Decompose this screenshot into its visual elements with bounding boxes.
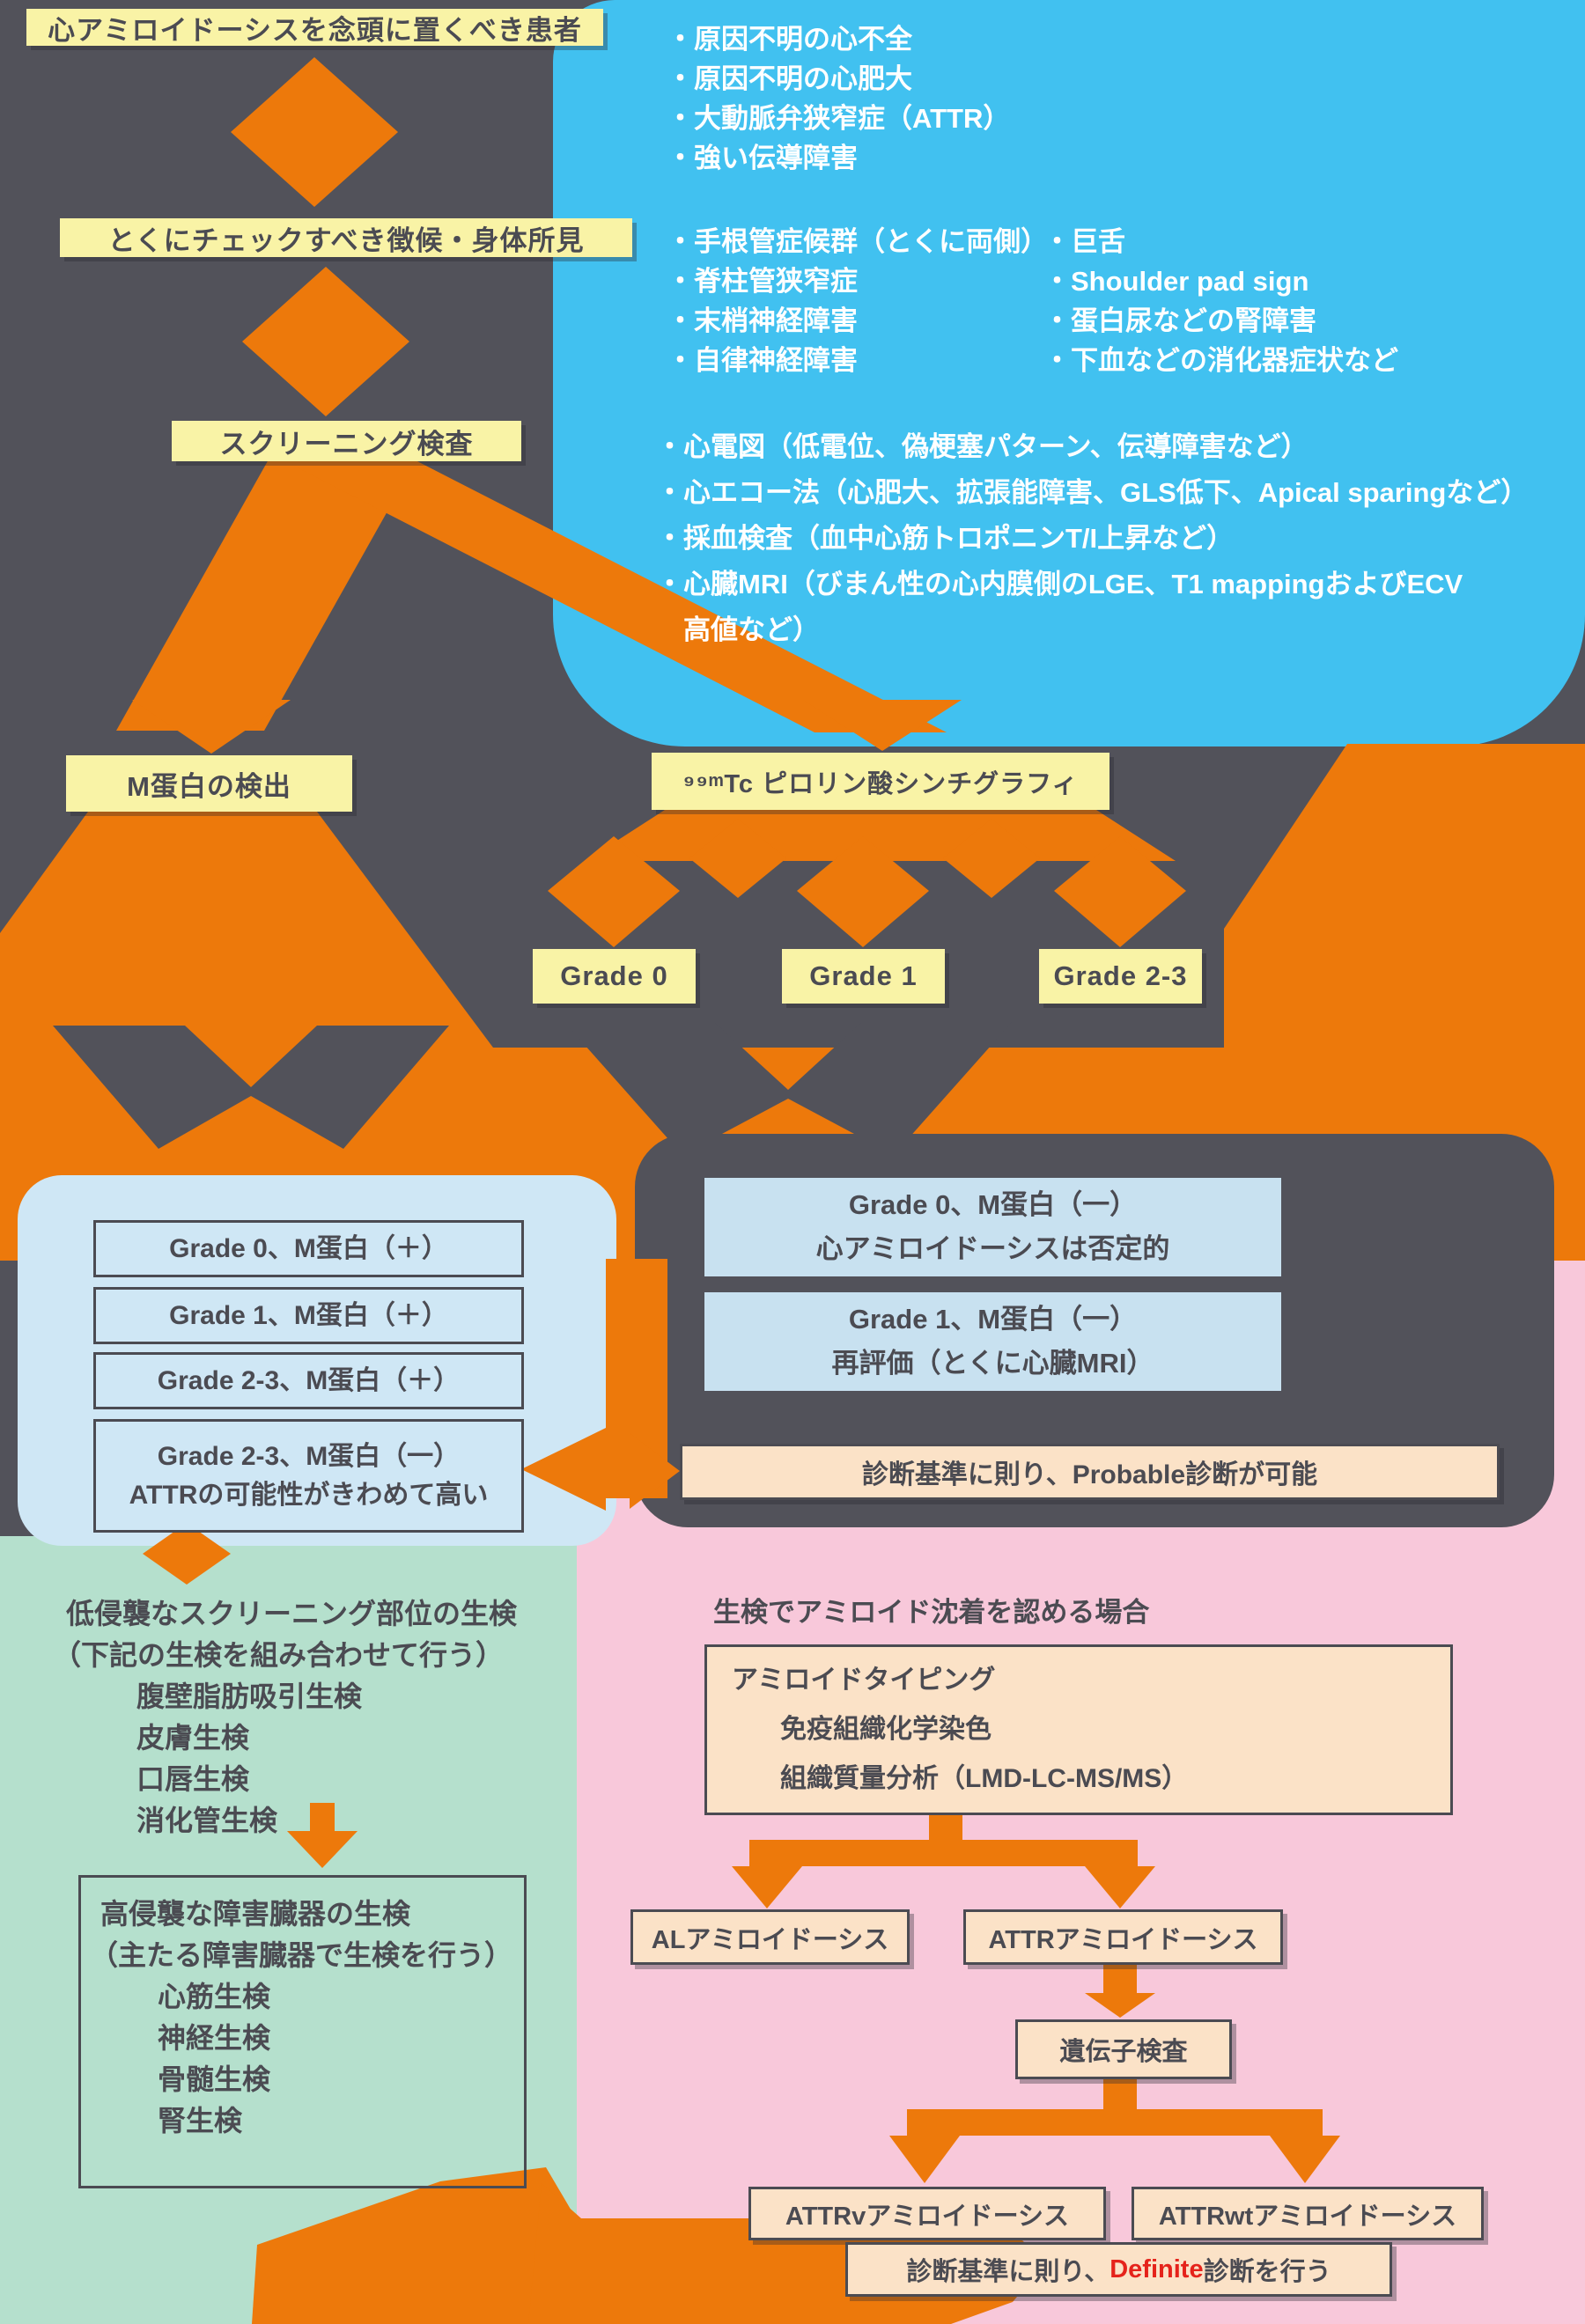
- bullet-item: 高値など）: [656, 614, 820, 645]
- biopsy-line: 消化管生検: [136, 1805, 278, 1836]
- probable-diagnosis-box: 診断基準に則り、Probable診断が可能: [680, 1444, 1500, 1500]
- bullet-group-suspect: ・原因不明の心不全 ・原因不明の心肥大 ・大動脈弁狭窄症（ATTR） ・強い伝導…: [667, 19, 1010, 178]
- result-grade1-mplus: Grade 1、M蛋白（＋）: [93, 1287, 524, 1344]
- amyloid-typing-box: アミロイドタイピング 免疫組織化学染色 組織質量分析（LMD-LC-MS/MS）: [704, 1644, 1453, 1815]
- flow-box-signs-label: とくにチェックすべき徴候・身体所見: [107, 224, 585, 256]
- flow-box-screening-label: スクリーニング検査: [219, 428, 474, 460]
- al-label: ALアミロイドーシス: [651, 1925, 889, 1954]
- bullet-item: ・原因不明の心肥大: [667, 63, 912, 94]
- attr-amyloidosis-box: ATTRアミロイドーシス: [963, 1909, 1283, 1965]
- result-grade0-mplus: Grade 0、M蛋白（＋）: [93, 1220, 524, 1277]
- biopsy-line: 皮膚生検: [136, 1722, 250, 1754]
- biopsy-line: 腹壁脂肪吸引生検: [136, 1680, 363, 1712]
- amyloid-deposit-caption: 生検でアミロイド沈着を認める場合: [713, 1597, 1150, 1628]
- flow-box-signs: とくにチェックすべき徴候・身体所見: [60, 218, 632, 257]
- flow-box-mprotein-label: M蛋白の検出: [127, 770, 291, 802]
- biopsy-line: 骨髄生検: [158, 2063, 271, 2095]
- typing-line: 免疫組織化学染色: [780, 1715, 992, 1744]
- result-label: ATTRの可能性がきわめて高い: [129, 1480, 489, 1510]
- grade-0-box: Grade 0: [533, 949, 696, 1004]
- typing-line: 組織質量分析（LMD-LC-MS/MS）: [780, 1764, 1189, 1793]
- bullet-item: ・採血検査（血中心筋トロポニンT/I上昇など）: [656, 523, 1235, 554]
- attrwt-amyloidosis-box: ATTRwtアミロイドーシス: [1132, 2187, 1484, 2240]
- biopsy-line: （下記の生検を組み合わせて行う）: [53, 1639, 505, 1671]
- biopsy-line: 口唇生検: [136, 1763, 250, 1795]
- bullet-item: ・強い伝導障害: [667, 143, 858, 173]
- bullet-item: ・脊柱管狭窄症: [667, 266, 858, 297]
- result-label: Grade 2-3、M蛋白（＋）: [157, 1365, 461, 1395]
- bullet-item: ・蛋白尿などの腎障害: [1043, 305, 1316, 336]
- high-invasive-biopsy-box: 高侵襲な障害臓器の生検 （主たる障害臓器で生検を行う） 心筋生検 神経生検 骨髄…: [78, 1875, 527, 2188]
- grade-2-3-box: Grade 2-3: [1039, 949, 1202, 1004]
- biopsy-line: 高侵襲な障害臓器の生検: [100, 1898, 411, 1930]
- al-amyloidosis-box: ALアミロイドーシス: [630, 1909, 910, 1965]
- typing-line: アミロイドタイピング: [732, 1666, 996, 1695]
- bullet-item: ・原因不明の心不全: [667, 24, 912, 55]
- bullet-item: ・心電図（低電位、偽梗塞パターン、伝導障害など）: [656, 431, 1309, 462]
- gene-test-label: 遺伝子検査: [1059, 2038, 1188, 2066]
- definite-keyword: Definite: [1110, 2254, 1204, 2284]
- attrv-label: ATTRvアミロイドーシス: [785, 2202, 1070, 2231]
- grade-2-3-label: Grade 2-3: [1053, 960, 1188, 991]
- bullet-item: ・下血などの消化器症状など: [1043, 345, 1398, 376]
- result-negative-box: Grade 0、M蛋白（一） 心アミロイドーシスは否定的: [704, 1178, 1281, 1276]
- low-invasive-biopsy-list: 低侵襲なスクリーニング部位の生検 （下記の生検を組み合わせて行う） 腹壁脂肪吸引…: [53, 1593, 517, 1842]
- result-label: Grade 0、M蛋白（＋）: [169, 1233, 448, 1263]
- result-grade23-mminus: Grade 2-3、M蛋白（一） ATTRの可能性がきわめて高い: [93, 1419, 524, 1533]
- biopsy-line: 神経生検: [158, 2022, 271, 2054]
- result-label: Grade 1、M蛋白（一）: [848, 1304, 1138, 1335]
- result-label: 再評価（とくに心臓MRI）: [831, 1348, 1154, 1379]
- bullet-item: ・手根管症候群（とくに両側）: [667, 226, 1049, 257]
- result-label: 心アミロイドーシスは否定的: [815, 1233, 1170, 1264]
- gene-test-box: 遺伝子検査: [1015, 2019, 1232, 2079]
- biopsy-line: 低侵襲なスクリーニング部位の生検: [66, 1598, 518, 1629]
- flow-box-scintigraphy: ⁹⁹ᵐTc ピロリン酸シンチグラフィ: [652, 753, 1110, 810]
- attrwt-label: ATTRwtアミロイドーシス: [1158, 2202, 1457, 2231]
- flow-box-scintigraphy-label: ⁹⁹ᵐTc ピロリン酸シンチグラフィ: [682, 769, 1079, 798]
- flow-box-patients-label: 心アミロイドーシスを念頭に置くべき患者: [48, 14, 582, 46]
- bullet-group-signs-left: ・手根管症候群（とくに両側） ・脊柱管狭窄症 ・末梢神経障害 ・自律神経障害: [667, 222, 1048, 380]
- bullet-group-signs-right: ・巨舌 ・Shoulder pad sign ・蛋白尿などの腎障害 ・下血などの…: [1043, 222, 1398, 380]
- bullet-item: ・巨舌: [1043, 226, 1125, 257]
- result-label: Grade 0、M蛋白（一）: [848, 1189, 1138, 1220]
- bullet-item: ・大動脈弁狭窄症（ATTR）: [667, 103, 1011, 134]
- result-label: Grade 1、M蛋白（＋）: [169, 1300, 448, 1330]
- result-reevaluate-box: Grade 1、M蛋白（一） 再評価（とくに心臓MRI）: [704, 1292, 1281, 1391]
- flow-box-screening: スクリーニング検査: [172, 421, 521, 461]
- biopsy-line: （主たる障害臓器で生検を行う）: [90, 1939, 513, 1971]
- probable-label: 診断基準に則り、Probable診断が可能: [861, 1460, 1318, 1489]
- bullet-item: ・自律神経障害: [667, 345, 858, 376]
- biopsy-line: 心筋生検: [158, 1981, 271, 2012]
- bullet-item: ・心エコー法（心肥大、拡張能障害、GLS低下、Apical sparingなど）: [656, 477, 1529, 508]
- result-grade23-mplus: Grade 2-3、M蛋白（＋）: [93, 1352, 524, 1409]
- biopsy-line: 腎生検: [158, 2105, 243, 2136]
- bullet-group-screening: ・心電図（低電位、偽梗塞パターン、伝導障害など） ・心エコー法（心肥大、拡張能障…: [656, 424, 1528, 653]
- flow-box-mprotein: M蛋白の検出: [66, 755, 352, 812]
- grade-1-label: Grade 1: [809, 960, 918, 991]
- attr-label: ATTRアミロイドーシス: [988, 1925, 1258, 1954]
- bullet-item: ・心臓MRI（びまん性の心内膜側のLGE、T1 mappingおよびECV: [656, 569, 1463, 599]
- grade-1-box: Grade 1: [782, 949, 945, 1004]
- flow-box-patients: 心アミロイドーシスを念頭に置くべき患者: [26, 9, 603, 46]
- definite-suffix: 診断を行う: [1203, 2258, 1331, 2286]
- attrv-amyloidosis-box: ATTRvアミロイドーシス: [748, 2187, 1106, 2240]
- grade-0-label: Grade 0: [560, 960, 668, 991]
- result-label: Grade 2-3、M蛋白（一）: [157, 1441, 461, 1471]
- bullet-item: ・末梢神経障害: [667, 305, 858, 336]
- definite-prefix: 診断基準に則り、: [906, 2258, 1110, 2286]
- bullet-item: ・Shoulder pad sign: [1043, 266, 1309, 297]
